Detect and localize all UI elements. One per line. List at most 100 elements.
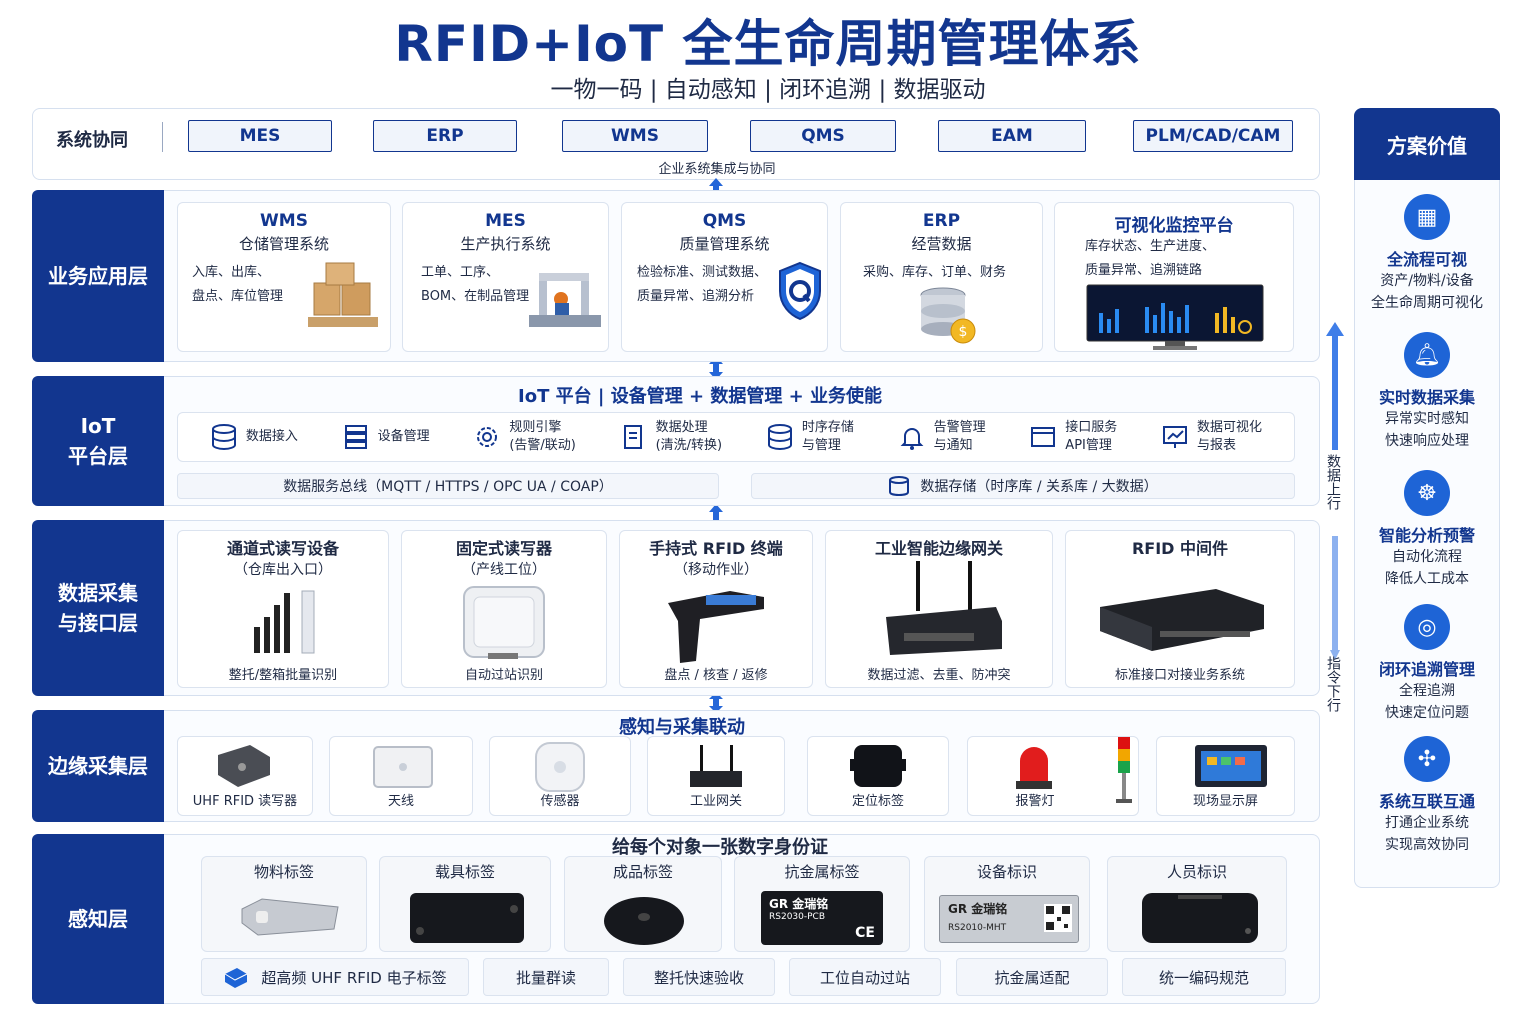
feature-anti-metal: 抗金属适配 <box>956 958 1108 996</box>
card-desc: 库存状态、生产进度、 质量异常、追溯链路 <box>1085 235 1215 283</box>
server-stack-icon <box>344 425 367 449</box>
card-desc: 采购、库存、订单、财务 <box>863 265 1007 280</box>
feature-batch-read: 批量群读 <box>483 958 609 996</box>
iot-item-label: 设备管理 <box>377 429 430 444</box>
tag-card-material[interactable]: 物料标签 <box>201 856 367 952</box>
iot-item-sub: 与管理 <box>801 438 841 453</box>
system-wms[interactable]: WMS <box>562 120 708 152</box>
quality-shield-icon <box>779 261 821 321</box>
iot-item-label: 告警管理 <box>933 420 986 435</box>
data-storage: 数据存储（时序库 / 关系库 / 大数据） <box>751 473 1295 499</box>
value-item-analysis: ☸ 智能分析预警 自动化流程 降低人工成本 <box>1354 470 1500 590</box>
value-title: 系统互联互通 <box>1378 792 1475 811</box>
collect-card-handheld[interactable]: 手持式 RFID 终端 （移动作业） 盘点 / 核查 / 返修 <box>619 530 813 688</box>
tag-name: 人员标识 <box>1166 863 1227 881</box>
value-title: 全流程可视 <box>1386 250 1467 269</box>
card-title: 通道式读写设备 <box>226 539 339 558</box>
svg-text:$: $ <box>959 324 968 340</box>
plate-brand: GR 金瑞铭 <box>948 902 1008 916</box>
edge-device-antenna[interactable]: 天线 <box>329 736 473 816</box>
collect-card-fixed[interactable]: 固定式读写器 （产线工位） 自动过站识别 <box>401 530 607 688</box>
iot-item-device[interactable]: 设备管理 <box>342 423 430 451</box>
sense-layer-label: 感知层 <box>32 834 164 1004</box>
tag-card-metal[interactable]: 抗金属标签 GR 金瑞铭 RS2030-PCB CE <box>734 856 910 952</box>
tag-card-personnel[interactable]: 人员标识 <box>1107 856 1287 952</box>
collect-card-gate[interactable]: 通道式读写设备 （仓库出入口） 整托/整箱批量识别 <box>177 530 389 688</box>
chart-screen-icon <box>1163 426 1188 448</box>
tag-card-product[interactable]: 成品标签 <box>564 856 722 952</box>
divider <box>162 122 163 152</box>
value-item-interconnect: ✣ 系统互联互通 打通企业系统 实现高效协同 <box>1354 736 1500 856</box>
edge-device-sensor[interactable]: 传感器 <box>489 736 631 816</box>
panel-antenna-icon <box>373 746 433 788</box>
bell-icon: 🔔︎ <box>1404 332 1450 378</box>
card-title: QMS <box>702 211 747 231</box>
tag-name: 载具标签 <box>434 863 495 881</box>
tag-card-equipment[interactable]: 设备标识 GR 金瑞铭 RS2010-MHT <box>924 856 1090 952</box>
metal-tag-plate: GR 金瑞铭 RS2030-PCB CE <box>761 891 883 945</box>
device-label: UHF RFID 读写器 <box>192 794 298 809</box>
edge-device-gateway[interactable]: 工业网关 <box>647 736 785 816</box>
stack-light-icon <box>1116 737 1132 803</box>
iot-item-access[interactable]: 数据接入 <box>210 423 298 451</box>
edge-device-locator[interactable]: 定位标签 <box>807 736 949 816</box>
iot-item-rules[interactable]: 规则引擎(告警/联动) <box>473 419 576 455</box>
system-eam[interactable]: EAM <box>938 120 1086 152</box>
document-process-icon <box>623 425 642 449</box>
collect-card-middleware[interactable]: RFID 中间件 标准接口对接业务系统 <box>1065 530 1295 688</box>
business-card-wms[interactable]: WMS 仓储管理系统 入库、出库、 盘点、库位管理 <box>177 202 391 352</box>
sensor-icon <box>535 742 585 792</box>
system-plm[interactable]: PLM/CAD/CAM <box>1133 120 1293 152</box>
card-desc-line: 工单、工序、 <box>421 265 500 280</box>
card-desc-line: 盘点、库位管理 <box>192 289 284 304</box>
edge-device-alarm[interactable]: 报警灯 <box>967 736 1139 816</box>
edge-device-reader[interactable]: UHF RFID 读写器 <box>177 736 313 816</box>
edge-device-display[interactable]: 现场显示屏 <box>1156 736 1295 816</box>
card-caption: 自动过站识别 <box>464 668 543 683</box>
collect-label-line1: 数据采集 <box>58 581 138 605</box>
card-title: 固定式读写器 <box>455 539 552 558</box>
value-title: 闭环追溯管理 <box>1378 660 1475 679</box>
iot-item-timeseries[interactable]: 时序存储与管理 <box>766 419 854 455</box>
system-mes[interactable]: MES <box>188 120 332 152</box>
api-window-icon <box>1031 427 1056 447</box>
feature-auto-station: 工位自动过站 <box>789 958 941 996</box>
iot-item-processing[interactable]: 数据处理(清洗/转换) <box>620 419 722 455</box>
team-icon: ☸ <box>1404 470 1450 516</box>
card-subtitle: 生产执行系统 <box>460 235 551 253</box>
rack-server-icon <box>1100 589 1264 651</box>
tag-card-carrier[interactable]: 载具标签 <box>379 856 551 952</box>
business-card-erp[interactable]: ERP 经营数据 采购、库存、订单、财务 $ <box>840 202 1043 352</box>
iot-item-sub: 与报表 <box>1197 438 1237 453</box>
card-desc-line: 入库、出库、 <box>192 265 271 280</box>
card-caption: 整托/整箱批量识别 <box>228 668 338 683</box>
edge-layer-label: 边缘采集层 <box>32 710 164 822</box>
system-qms[interactable]: QMS <box>750 120 896 152</box>
business-card-qms[interactable]: QMS 质量管理系统 检验标准、测试数据、 质量异常、追溯分析 <box>621 202 828 352</box>
value-panel-header: 方案价值 <box>1354 108 1500 180</box>
collect-card-gateway[interactable]: 工业智能边缘网关 数据过滤、去重、防冲突 <box>825 530 1053 688</box>
target-icon: ◎ <box>1404 604 1450 650</box>
iot-item-sub: 与通知 <box>933 438 973 453</box>
command-down-label: 指令下行 <box>1325 656 1341 712</box>
business-card-mes[interactable]: MES 生产执行系统 工单、工序、 BOM、在制品管理 <box>402 202 609 352</box>
iot-item-visual[interactable]: 数据可视化与报表 <box>1161 419 1262 455</box>
display-panel-icon <box>1195 745 1267 787</box>
business-layer-label: 业务应用层 <box>32 190 164 362</box>
iot-item-alarm[interactable]: 告警管理与通知 <box>898 419 986 455</box>
feature-unified-code: 统一编码规范 <box>1122 958 1286 996</box>
card-caption: 数据过滤、去重、防冲突 <box>867 668 1011 683</box>
value-desc: 异常实时感知 <box>1385 411 1469 427</box>
card-title: MES <box>485 211 526 231</box>
device-label: 定位标签 <box>851 794 904 809</box>
card-desc-line: 质量异常、追溯链路 <box>1085 263 1203 278</box>
card-title: 手持式 RFID 终端 <box>649 539 783 558</box>
system-erp[interactable]: ERP <box>373 120 517 152</box>
business-card-visual[interactable]: 可视化监控平台 库存状态、生产进度、 质量异常、追溯链路 <box>1054 202 1294 352</box>
iot-item-label: 数据接入 <box>245 429 298 444</box>
card-desc-line: 质量异常、追溯分析 <box>637 289 755 304</box>
value-item-trace: ◎ 闭环追溯管理 全程追溯 快速定位问题 <box>1354 604 1500 724</box>
edge-heading: 感知与采集联动 <box>619 717 745 738</box>
tag-name: 成品标签 <box>612 863 673 881</box>
